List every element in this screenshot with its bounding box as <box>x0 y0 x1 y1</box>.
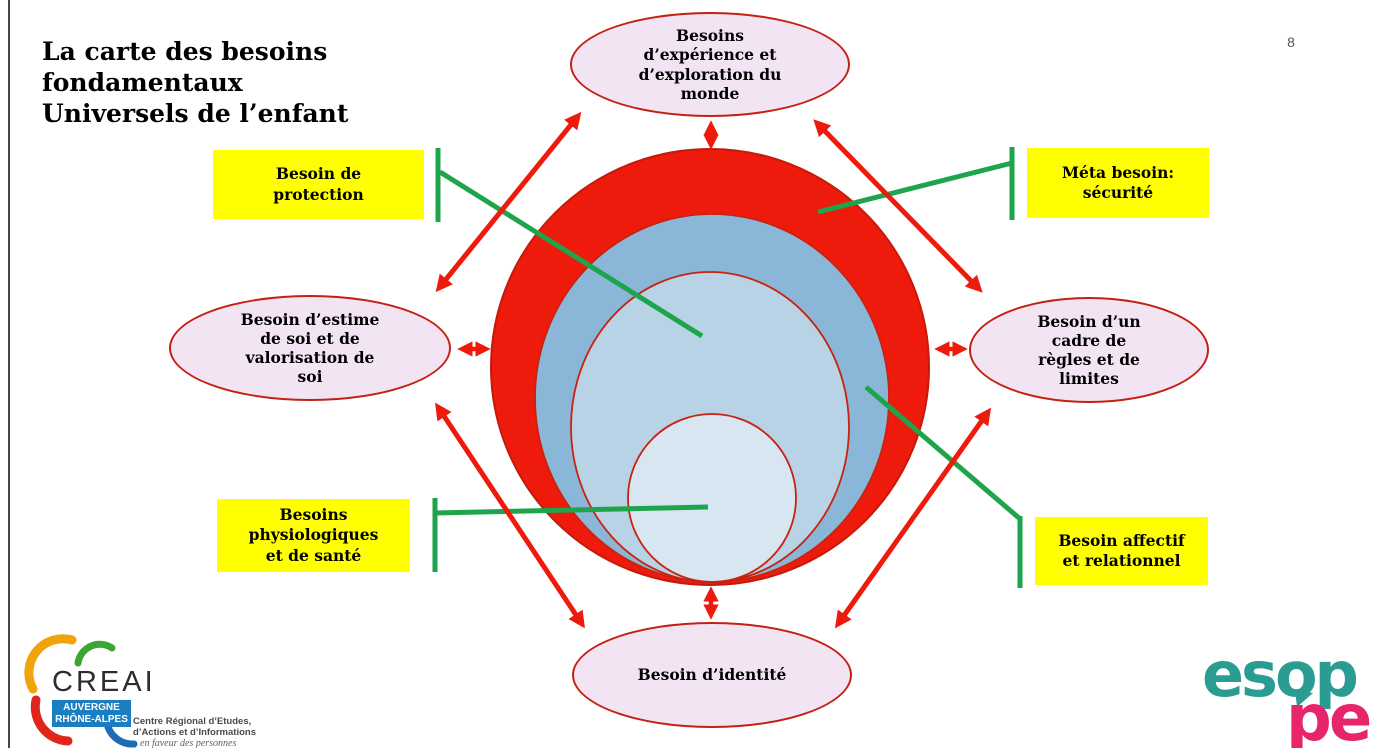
page-number: 8 <box>1287 34 1295 50</box>
need-label-cadre: Besoin d’un cadre de règles et de limite… <box>1037 311 1141 389</box>
slide-left-border <box>8 0 10 748</box>
yellow-box-physiologiques: Besoins physiologiques et de santé <box>217 499 410 572</box>
need-ellipse-cadre: Besoin d’un cadre de règles et de limite… <box>969 297 1209 403</box>
arrow-top-left-diagonal <box>435 111 582 293</box>
arrow-bottom-right-diagonal <box>834 407 992 629</box>
yellow-box-affectif: Besoin affectif et relationnel <box>1035 517 1208 585</box>
creai-description-tagline: en faveur des personnes <box>140 738 237 748</box>
slide-title: La carte des besoins fondamentaux Univer… <box>42 37 349 128</box>
red-relation-arrows <box>457 120 968 620</box>
concentric-needs-circles <box>490 148 930 586</box>
esoppe-bubble-tail <box>1295 690 1313 707</box>
creai-orbit-green <box>74 640 116 667</box>
creai-orbit-arcs <box>24 634 138 748</box>
blue-ring-inner <box>627 413 797 583</box>
need-ellipse-estime: Besoin d’estime de soi et de valorisatio… <box>169 295 451 401</box>
yellow-box-meta-securite: Méta besoin: sécurité <box>1027 148 1209 218</box>
creai-orbit-orange <box>24 634 77 694</box>
creai-orbit-red <box>30 695 73 746</box>
creai-orbit-blue <box>104 723 138 748</box>
esoppe-logo-line2: pe <box>1286 682 1372 748</box>
need-label-identite: Besoin d’identité <box>637 665 787 685</box>
yellow-label-affectif: Besoin affectif et relationnel <box>1058 530 1185 570</box>
arrow-top-right-diagonal <box>813 119 983 293</box>
esoppe-logo-line1: esop <box>1202 638 1359 711</box>
green-connector-meta-securite <box>817 160 1013 215</box>
yellow-label-protection: Besoin de protection <box>273 164 364 204</box>
need-ellipse-identite: Besoin d’identité <box>572 622 852 728</box>
red-diagonal-arrows <box>435 111 992 629</box>
yellow-box-protection: Besoin de protection <box>213 150 424 219</box>
yellow-label-meta-securite: Méta besoin: sécurité <box>1061 162 1175 202</box>
arrow-bottom-left-diagonal <box>435 402 585 629</box>
need-ellipse-experience: Besoins d’expérience et d’exploration du… <box>570 12 850 117</box>
need-label-experience: Besoins d’expérience et d’exploration du… <box>638 26 782 103</box>
yellow-label-physiologiques: Besoins physiologiques et de santé <box>248 505 379 565</box>
need-label-estime: Besoin d’estime de soi et de valorisatio… <box>240 309 380 387</box>
creai-logo-name: CREAI <box>52 666 156 698</box>
creai-region-badge: AUVERGNE RHÔNE-ALPES <box>52 700 131 727</box>
creai-description: Centre Régional d’Etudes, d’Actions et d… <box>133 716 256 739</box>
